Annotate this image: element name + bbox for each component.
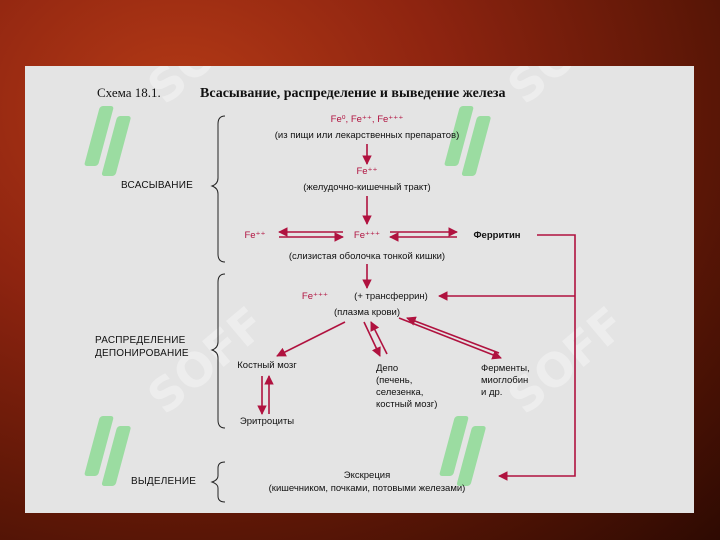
ferritin-label: Ферритин [473, 230, 520, 241]
section-deposition: ДЕПОНИРОВАНИЕ [95, 348, 189, 359]
arrow-ferritin-to-excretion [498, 234, 576, 481]
watermark-logo-icon [444, 106, 491, 176]
depot-line: костный мозг) [376, 399, 437, 410]
depot-line: (печень, [376, 375, 412, 386]
enzymes-label: Ферменты, миоглобин и др. [481, 363, 530, 398]
watermark-text: SOFF [497, 66, 635, 114]
watermark-text: SOFF [497, 296, 635, 424]
scheme-number: Схема 18.1. [97, 85, 161, 100]
watermark: SOFF SOFF SOFF SOFF [84, 66, 636, 486]
depot-line: селезенка, [376, 387, 423, 398]
iron-metabolism-diagram: SOFF SOFF SOFF SOFF Схема 18.1. Всасыван… [84, 66, 636, 503]
enzymes-line: и др. [481, 387, 502, 398]
mucosa-fe3-ion: Fe⁺⁺⁺ [354, 230, 380, 241]
plasma-caption: (плазма крови) [334, 307, 400, 318]
arrows [257, 144, 576, 481]
watermark-logo-icon [84, 416, 131, 486]
transferrin-label: (+ трансферрин) [354, 291, 428, 302]
watermark-logo-icon [84, 106, 131, 176]
git-iron-ion: Fe⁺⁺ [356, 166, 377, 177]
section-excretion: ВЫДЕЛЕНИЕ [131, 476, 196, 487]
arrow-enzymes-to-plasma [406, 316, 500, 354]
enzymes-line: Ферменты, [481, 363, 530, 374]
section-distribution: РАСПРЕДЕЛЕНИЕ [95, 335, 186, 346]
iron-sources-ions: Fe⁰, Fe⁺⁺, Fe⁺⁺⁺ [331, 114, 404, 125]
section-absorption: ВСАСЫВАНИЕ [121, 180, 193, 191]
enzymes-line: миоглобин [481, 375, 528, 386]
arrow-plasma-to-depot [363, 321, 381, 357]
erythrocytes-label: Эритроциты [240, 416, 294, 427]
scheme-title: Всасывание, распределение и выведение же… [200, 86, 506, 101]
arrow-depot-to-plasma [370, 321, 388, 355]
brace-distribution [210, 273, 226, 429]
brace-excretion [210, 461, 226, 503]
mucosa-fe2-ion: Fe⁺⁺ [244, 230, 265, 241]
watermark-logo-icon [439, 416, 486, 486]
arrow-plasma-to-bone-marrow [276, 321, 346, 357]
iron-sources-caption: (из пищи или лекарственных препаратов) [275, 130, 460, 141]
git-caption: (желудочно-кишечный тракт) [303, 182, 430, 193]
depot-line: Депо [376, 363, 398, 374]
excretion-title: Экскреция [344, 470, 390, 481]
diagram-panel: SOFF SOFF SOFF SOFF Схема 18.1. Всасыван… [25, 66, 694, 513]
depot-label: Депо (печень, селезенка, костный мозг) [376, 363, 437, 410]
arrow-plasma-to-enzymes [398, 317, 502, 360]
brace-absorption [210, 115, 226, 263]
bone-marrow-label: Костный мозг [237, 360, 297, 371]
mucosa-caption: (слизистая оболочка тонкой кишки) [289, 251, 445, 262]
excretion-caption: (кишечником, почками, потовыми железами) [269, 483, 466, 494]
plasma-fe3-ion: Fe⁺⁺⁺ [302, 291, 328, 302]
